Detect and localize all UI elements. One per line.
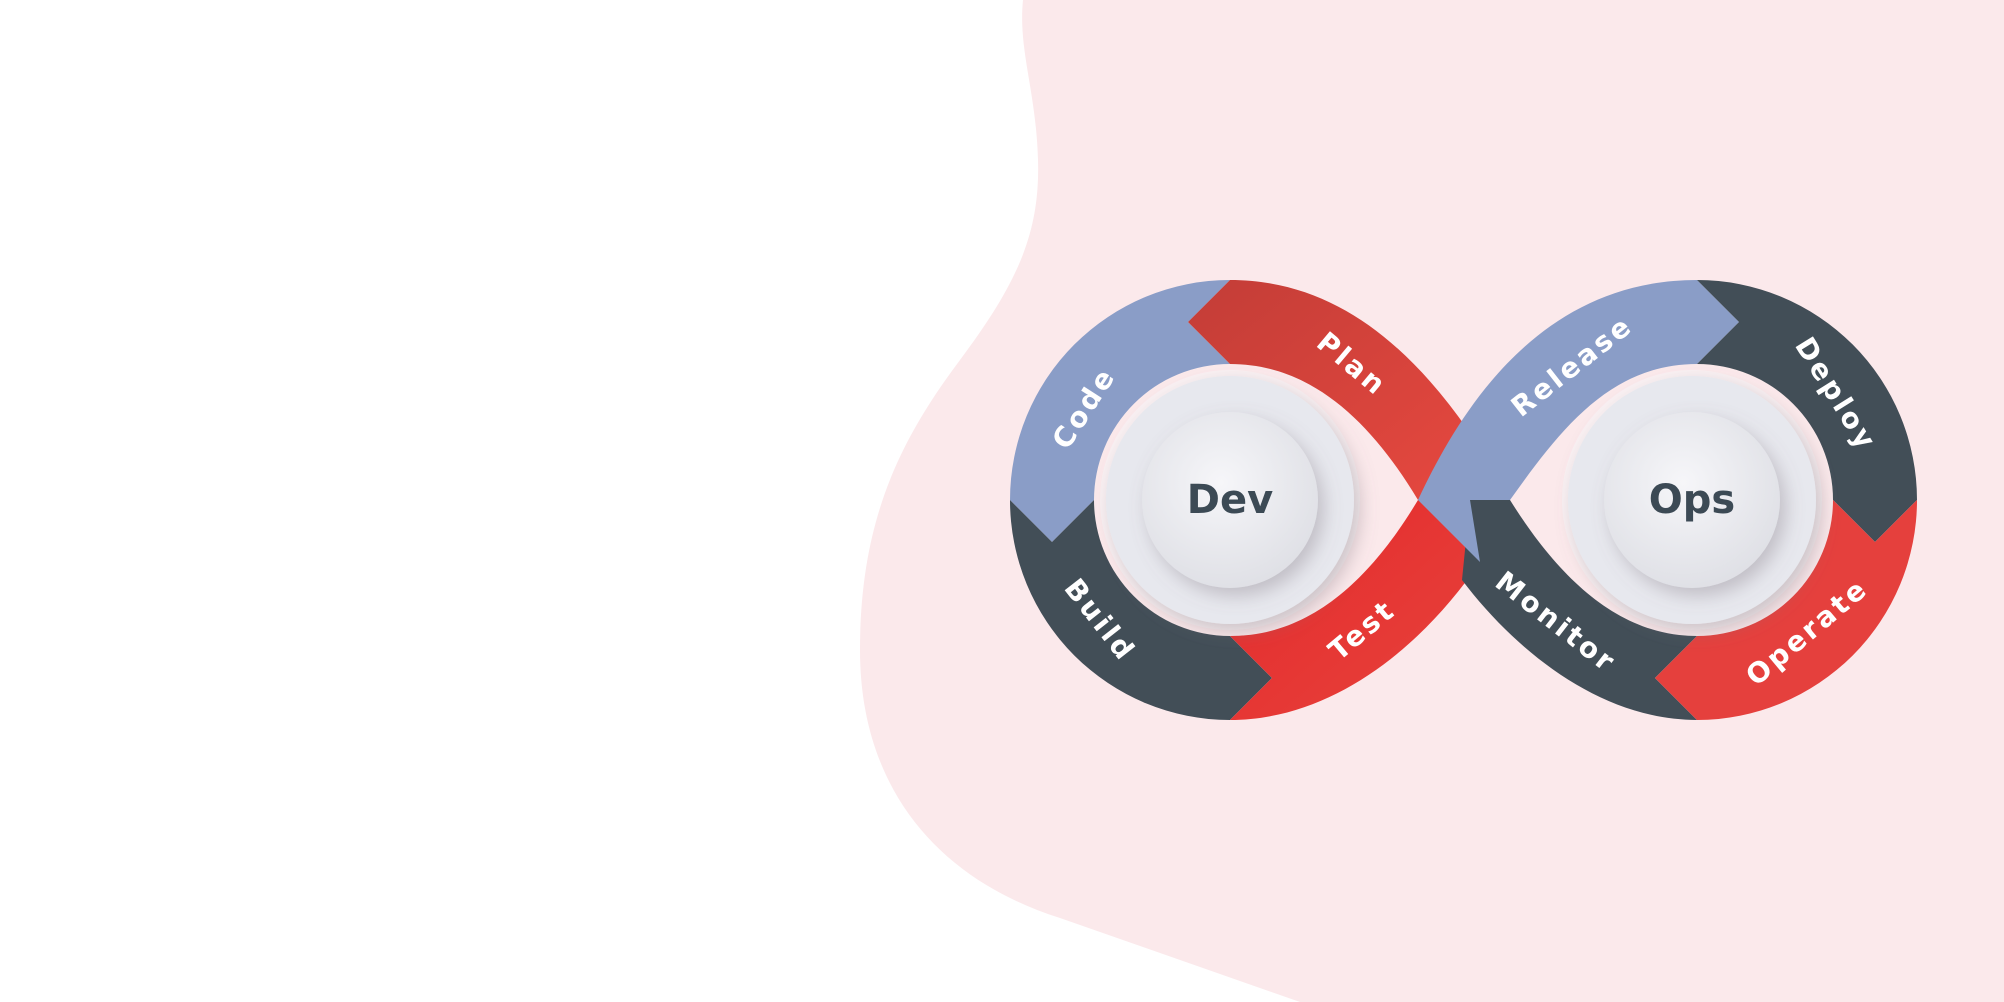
hub-label-dev: Dev [1187, 477, 1273, 523]
stage-segment-operate[interactable] [1655, 500, 1917, 720]
hub-dev [1100, 370, 1360, 630]
stage-segment-build[interactable] [1010, 500, 1272, 720]
stage-segment-code[interactable] [1010, 280, 1230, 542]
stage-segment-release[interactable] [1418, 280, 1739, 562]
stage-segment-plan[interactable] [1188, 280, 1468, 500]
hub-ops [1562, 370, 1822, 630]
stage-segment-deploy[interactable] [1697, 280, 1917, 542]
stage-segment-test[interactable] [1230, 500, 1480, 720]
stage-segment-monitor[interactable] [1462, 500, 1697, 720]
hub-label-ops: Ops [1649, 477, 1735, 523]
